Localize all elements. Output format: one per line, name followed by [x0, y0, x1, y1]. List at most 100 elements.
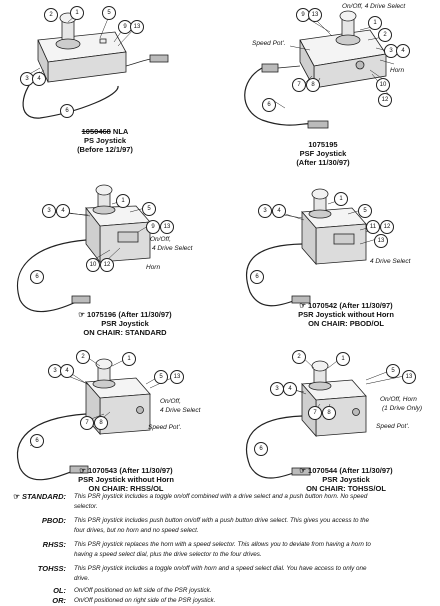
legend-definition: This PSR joystick replaces the horn with… — [74, 541, 371, 558]
legend-definition: This PSR joystick includes a toggle on/o… — [74, 565, 367, 582]
callout-number: 11 — [366, 220, 380, 234]
caption-line: (Before 12/1/97) — [77, 145, 133, 154]
label-speed-pot-rhss: Speed Pot'. — [148, 424, 182, 431]
label-horn: Horn — [390, 67, 405, 74]
callout-number: 6 — [60, 104, 74, 118]
callout-number: 13 — [374, 234, 388, 248]
label-speed-pot: Speed Pot'. — [252, 40, 286, 47]
psr-no-horn-drawing — [246, 188, 367, 307]
legend-definition: On/Off positioned on right side of the P… — [74, 597, 216, 604]
caption-line: PSR Joystick without Horn — [298, 310, 394, 319]
caption-line: PSR Joystick — [101, 319, 149, 328]
label-horn-std: Horn — [146, 264, 161, 271]
callout-number: 6 — [30, 434, 44, 448]
callout-number: 3 — [258, 204, 272, 218]
caption-line: ON CHAIR: RHSS/OL — [88, 484, 164, 493]
callout-number: 5 — [386, 364, 400, 378]
callout-number: 10 — [86, 258, 100, 272]
pointing-hand-icon: ☞ — [78, 310, 86, 319]
label-onoff-rhss: On/Off, — [160, 398, 181, 405]
legend-term: PBOD: — [41, 516, 66, 525]
callout-number: 4 — [56, 204, 70, 218]
callout-number: 12 — [378, 93, 392, 107]
caption-line: ON CHAIR: TOHSS/OL — [306, 484, 386, 493]
ps-joystick-drawing — [22, 12, 169, 119]
caption-line: ☞1070544 (After 11/30/97) — [299, 466, 393, 475]
callout-number: 12 — [100, 258, 114, 272]
caption-line: ☞1070543 (After 11/30/97) — [79, 466, 173, 475]
callout-number: 9 — [146, 220, 160, 234]
callout-number: 4 — [32, 72, 46, 86]
callout-number: 5 — [142, 202, 156, 216]
part-status: NLA — [110, 127, 129, 136]
psf-joystick-drawing — [244, 10, 387, 129]
callout-number: 8 — [94, 416, 108, 430]
callout-number: 3 — [48, 364, 62, 378]
caption-ps-joystick: 1050468 NLA PS Joystick (Before 12/1/97) — [50, 127, 160, 154]
callout-number: 13 — [170, 370, 184, 384]
callout-number: 10 — [376, 78, 390, 92]
callout-number: 8 — [306, 78, 320, 92]
caption-line: 1075195 — [308, 140, 338, 149]
legend-term: OL: — [53, 586, 66, 595]
caption-line: PSF Joystick — [299, 149, 347, 158]
caption-line: ON CHAIR: PBOD/OL — [308, 319, 384, 328]
legend-term: TOHSS: — [37, 564, 66, 573]
caption-psr-no-horn: ☞1070542 (After 11/30/97) PSR Joystick w… — [266, 301, 426, 328]
caption-line: ☞1070542 (After 11/30/97) — [299, 301, 393, 310]
callout-number: 13 — [130, 20, 144, 34]
legend-definition: On/Off positioned on left side of the PS… — [74, 587, 212, 594]
part-number-obsolete: 1050468 — [81, 127, 111, 136]
callout-number: 4 — [272, 204, 286, 218]
legend-definition: This PSR joystick includes push button o… — [74, 517, 370, 534]
callout-number: 7 — [308, 406, 322, 420]
legend-term: ☞STANDARD: — [13, 492, 66, 501]
caption-psf-joystick: 1075195 PSF Joystick (After 11/30/97) — [268, 140, 378, 167]
caption-line: (After 11/30/97) — [296, 158, 350, 167]
callout-number: 3 — [270, 382, 284, 396]
label-speed-pot-tohss: Speed Pot'. — [376, 423, 410, 430]
label-onoff-horn: On/Off, Horn — [380, 396, 417, 403]
caption-line: PS Joystick — [83, 136, 127, 145]
label-4drive-select-nohorn: 4 Drive Select — [370, 258, 411, 265]
callout-number: 2 — [292, 350, 306, 364]
psr-tohss-drawing — [246, 360, 367, 479]
callout-number: 5 — [154, 370, 168, 384]
caption-psr-standard: ☞1075196 (After 11/30/97) PSR Joystick O… — [50, 310, 200, 337]
caption-line: 1050468 NLA — [50, 127, 160, 136]
callout-number: 13 — [308, 8, 322, 22]
callout-number: 1 — [334, 192, 348, 206]
caption-line: PSR Joystick — [322, 475, 370, 484]
callout-number: 13 — [402, 370, 416, 384]
callout-number: 6 — [250, 270, 264, 284]
callout-number: 6 — [254, 442, 268, 456]
callout-number: 3 — [20, 72, 34, 86]
pointing-hand-icon: ☞ — [13, 492, 20, 501]
callout-number: 2 — [76, 350, 90, 364]
callout-number: 2 — [44, 8, 58, 22]
callout-number: 7 — [80, 416, 94, 430]
callout-number: 3 — [42, 204, 56, 218]
callout-number: 2 — [378, 28, 392, 42]
callout-number: 1 — [122, 352, 136, 366]
callout-number: 4 — [396, 44, 410, 58]
callout-number: 1 — [116, 194, 130, 208]
callout-number: 5 — [358, 204, 372, 218]
caption-line: PSR Joystick without Horn — [78, 475, 174, 484]
callout-number: 1 — [336, 352, 350, 366]
callout-number: 4 — [60, 364, 74, 378]
pointing-hand-icon: ☞ — [299, 466, 307, 475]
caption-psr-tohss: ☞1070544 (After 11/30/97) PSR Joystick O… — [266, 466, 426, 493]
callout-number: 4 — [283, 382, 297, 396]
caption-line: ☞1075196 (After 11/30/97) — [78, 310, 172, 319]
callout-number: 12 — [380, 220, 394, 234]
callout-number: 7 — [292, 78, 306, 92]
label-4drive-select: 4 Drive Select — [152, 245, 193, 252]
callout-number: 3 — [384, 44, 398, 58]
callout-number: 13 — [160, 220, 174, 234]
label-4drive-rhss: 4 Drive Select — [160, 407, 201, 414]
caption-line: ON CHAIR: STANDARD — [83, 328, 167, 337]
legend-term: RHSS: — [42, 540, 66, 549]
label-onoff-4drive: On/Off, 4 Drive Select — [342, 3, 406, 10]
